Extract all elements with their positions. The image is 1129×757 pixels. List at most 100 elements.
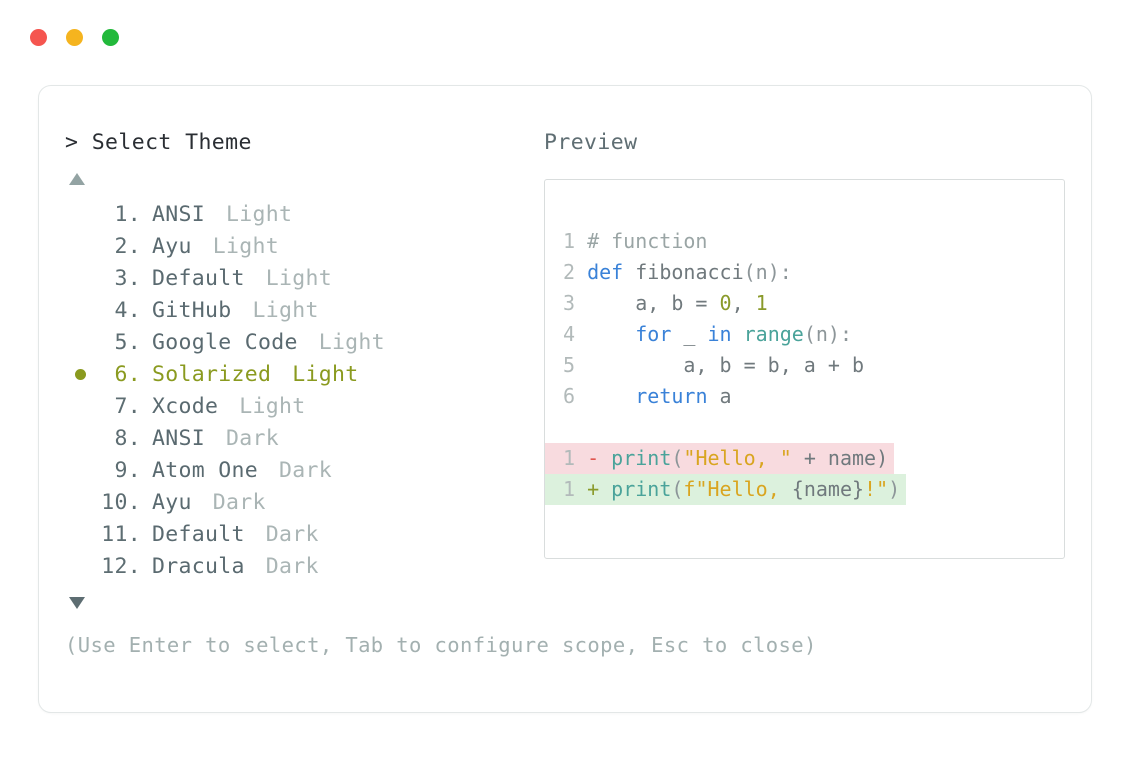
theme-list-item[interactable]: 1. ANSI Light [65,199,535,231]
code-token: fibonacci [635,259,744,284]
theme-item-variant: Dark [199,490,266,515]
triangle-down-icon[interactable] [69,596,85,609]
theme-list-item[interactable]: 7. Xcode Light [65,391,535,423]
theme-list-item[interactable]: 6.Solarized Light [65,359,535,391]
theme-item-name: ANSI [152,202,205,227]
preview-label: Preview [544,130,638,155]
code-token: + name) [791,445,889,470]
code-line: 1 # function [545,226,1064,257]
triangle-up-icon[interactable] [69,172,85,185]
diff-sign: + [587,476,612,501]
code-token: return [635,383,708,408]
minimize-dot[interactable] [66,29,83,46]
theme-item-variant: Light [305,330,385,355]
selected-bullet-icon [74,369,86,380]
theme-list-item[interactable]: 3. Default Light [65,263,535,295]
theme-item-name: Default [152,266,245,291]
code-token [732,322,744,346]
theme-item-name: Ayu [152,490,192,515]
maximize-dot[interactable] [102,29,119,46]
theme-item-variant: Light [252,266,332,291]
theme-item-variant: Dark [252,522,319,547]
code-token: ) [888,476,901,501]
code-token: 0 [719,290,732,315]
theme-item-variant: Light [226,394,306,419]
theme-item-variant: Light [278,362,359,387]
theme-item-index: 1. [114,202,141,227]
code-token: a, b = [587,290,720,315]
code-token: !" [864,476,889,501]
code-line: 4 for _ in range(n): [545,319,1064,350]
theme-list-item[interactable]: 9.Atom One Dark [65,455,535,487]
selection-bullet-slot [65,369,95,380]
code-token: "Hello, " [683,445,792,470]
code-token: in [707,321,732,346]
code-token [587,322,635,346]
theme-item-index: 4. [114,298,141,323]
keyboard-hint: (Use Enter to select, Tab to configure s… [65,633,817,657]
close-dot[interactable] [30,29,47,46]
theme-item-index: 11. [101,522,141,547]
diff-removed-line: 1- print("Hello, " + name) [545,442,895,474]
theme-list-item[interactable]: 11. Default Dark [65,519,535,551]
code-line-number: 4 [563,321,576,346]
code-token: range [743,321,804,346]
code-token: f"Hello, [683,476,792,501]
code-line-number: 1 [563,228,576,253]
code-token: (n): [743,259,792,284]
code-token: # function [587,228,708,253]
theme-item-index: 12. [101,554,141,579]
diff-sign: - [587,445,612,470]
theme-item-index: 5. [114,330,141,355]
theme-item-variant: Light [212,202,293,227]
theme-item-variant: Light [239,298,319,323]
code-token: a [707,383,732,408]
theme-item-variant: Dark [212,426,279,451]
theme-list-item[interactable]: 12. Dracula Dark [65,551,535,583]
diff-sample: 1- print("Hello, " + name)1+ print(f"Hel… [545,442,1064,505]
theme-item-name: Dracula [152,554,245,579]
theme-item-name: Google Code [152,330,298,355]
diff-added-line: 1+ print(f"Hello, {name}!") [545,473,907,505]
theme-item-index: 8. [114,426,141,451]
theme-item-index: 6. [114,362,141,387]
code-token: 1 [755,290,768,315]
code-token [587,384,635,408]
theme-item-index: 10. [101,490,141,515]
theme-list-item[interactable]: 2. Ayu Light [65,231,535,263]
code-line: 5 a, b = b, a + b [545,350,1064,381]
theme-item-index: 2. [114,234,141,259]
theme-item-variant: Light [199,234,279,259]
theme-list-item[interactable]: 10. Ayu Dark [65,487,535,519]
theme-item-name: ANSI [152,426,205,451]
theme-list-item[interactable]: 4. GitHub Light [65,295,535,327]
code-line-number: 3 [563,290,576,315]
theme-item-name: Default [152,522,245,547]
theme-item-index: 7. [114,394,141,419]
theme-item-name: Ayu [152,234,192,259]
code-line-number: 1 [563,445,576,470]
theme-item-name: Xcode [152,394,219,419]
theme-item-index: 3. [114,266,141,291]
code-token: ( [671,445,684,470]
code-token: def [587,259,636,284]
code-token: _ [671,321,708,346]
theme-item-variant: Dark [265,458,332,483]
theme-item-index: 9. [114,458,141,483]
theme-item-name: GitHub [152,298,232,323]
theme-item-variant: Dark [252,554,319,579]
code-token: ( [671,476,684,501]
theme-list-item[interactable]: 8. ANSI Dark [65,423,535,455]
code-token: print [611,476,672,501]
window-titlebar [30,29,119,46]
theme-list-item[interactable]: 5. Google Code Light [65,327,535,359]
code-token: for [635,321,672,346]
code-token: , [731,290,756,315]
code-token: print [611,445,672,470]
